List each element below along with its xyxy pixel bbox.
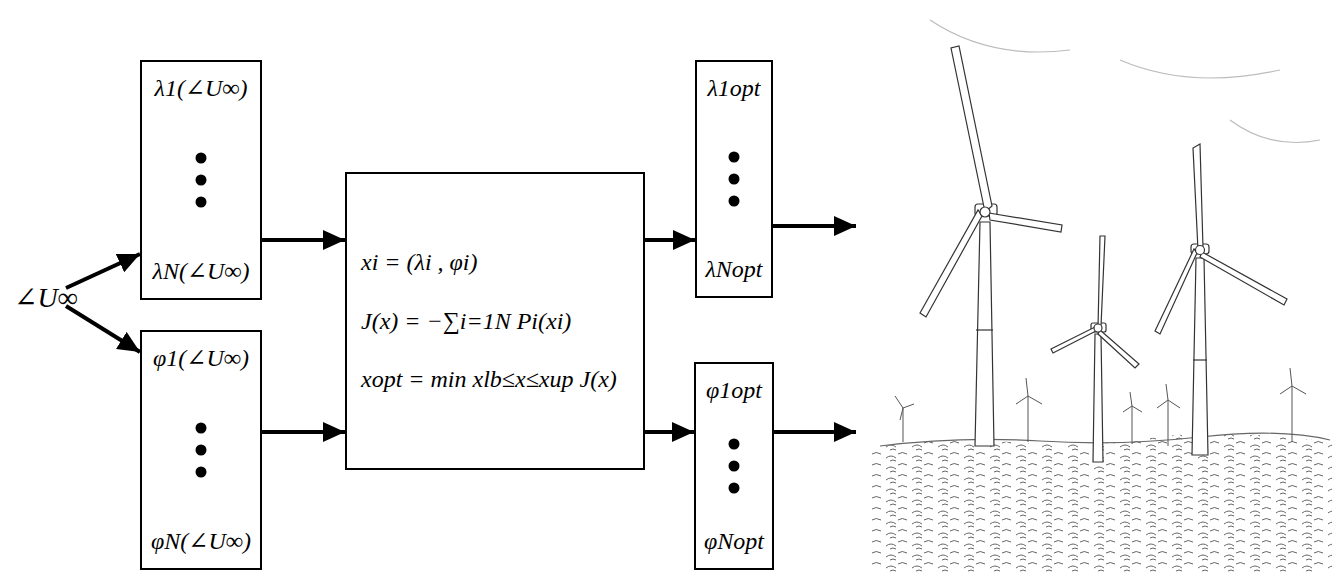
output-arrow bbox=[772, 430, 856, 434]
equation-line: J(x) = −∑i=1N Pi(xi) bbox=[361, 307, 571, 336]
vector-box: λ1(∠U∞) λN(∠U∞) bbox=[140, 60, 262, 300]
flow-arrow bbox=[262, 430, 345, 434]
output-arrow bbox=[772, 224, 856, 228]
vector-entry: φ1opt bbox=[706, 376, 762, 405]
flow-arrow bbox=[262, 238, 345, 242]
ellipsis-dots bbox=[727, 435, 741, 497]
vector-box: φ1(∠U∞) φN(∠U∞) bbox=[140, 330, 262, 570]
vector-entry: λN(∠U∞) bbox=[153, 257, 250, 286]
optimizer-box: xi = (λi , φi) J(x) = −∑i=1N Pi(xi) xopt =… bbox=[345, 172, 645, 470]
equation-line: xi = (λi , φi) bbox=[361, 248, 478, 277]
vector-entry: φN(∠U∞) bbox=[151, 527, 251, 556]
vector-box: φ1opt φNopt bbox=[694, 362, 774, 570]
equation-line: xopt = min xlb≤x≤xup J(x) bbox=[361, 365, 617, 394]
wind-farm-sketch bbox=[872, 20, 1332, 573]
vector-entry: φNopt bbox=[704, 527, 764, 556]
vector-entry: λ1opt bbox=[707, 74, 760, 103]
flow-arrow bbox=[645, 430, 694, 434]
ellipsis-dots bbox=[727, 148, 741, 210]
ellipsis-dots bbox=[194, 149, 208, 211]
vector-entry: φ1(∠U∞) bbox=[153, 344, 249, 373]
vector-entry: λNopt bbox=[705, 255, 762, 284]
flow-arrow bbox=[645, 238, 695, 242]
vector-box: λ1opt λNopt bbox=[695, 60, 773, 298]
ellipsis-dots bbox=[194, 419, 208, 481]
input-symbol: ∠U∞ bbox=[14, 281, 78, 314]
vector-entry: λ1(∠U∞) bbox=[155, 74, 248, 103]
